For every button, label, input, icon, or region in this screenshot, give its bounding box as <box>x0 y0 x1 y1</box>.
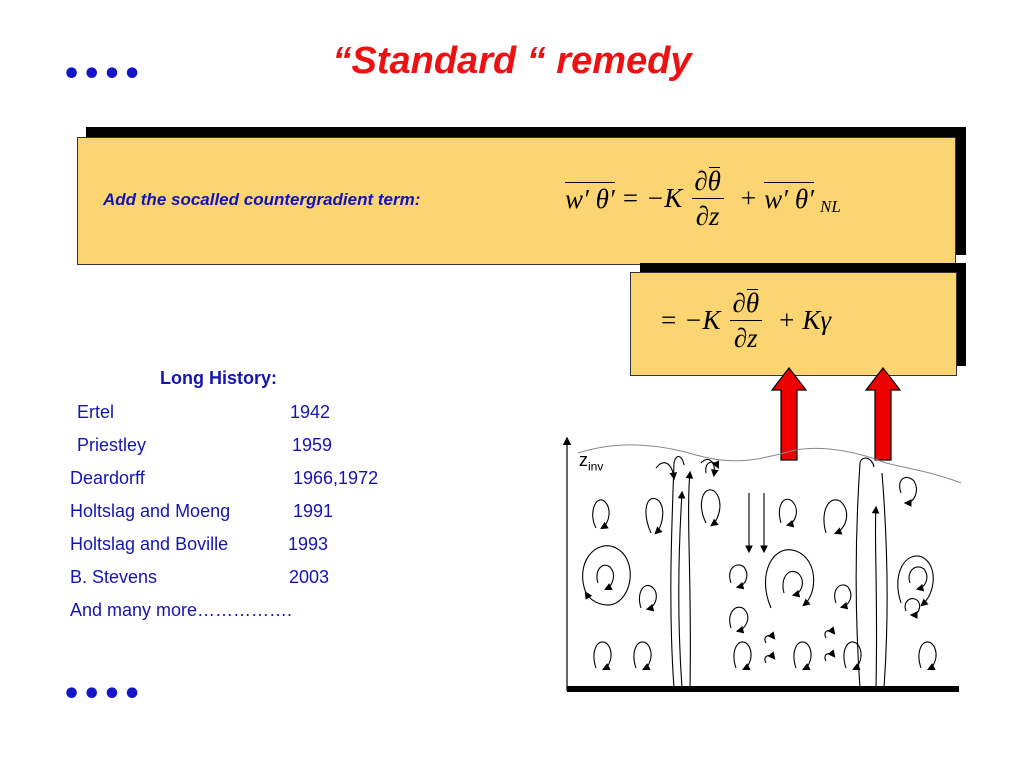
minus-k: −K <box>646 183 683 213</box>
z-label: z <box>579 450 588 470</box>
countergradient-prompt: Add the socalled countergradient term: <box>103 190 421 209</box>
nonlocal-subscript: NL <box>820 196 841 216</box>
history-year: 1966,1972 <box>293 468 379 488</box>
partial-symbol: ∂ <box>694 166 708 196</box>
k-gamma-term: Kγ <box>802 305 831 335</box>
history-name: Deardorff <box>70 468 145 488</box>
gradient-fraction: ∂θ ∂z <box>728 286 763 355</box>
minus-k: −K <box>684 305 721 335</box>
history-name: Holtslag and Moeng <box>70 501 231 521</box>
lhs-theta: θ′ <box>595 184 615 214</box>
plus-sign: + <box>779 305 795 335</box>
red-arrow-right <box>864 367 902 461</box>
ellipsis-bottom: •••• <box>62 677 143 712</box>
gradient-fraction: ∂θ ∂z <box>690 164 725 233</box>
fraction-denominator: ∂z <box>691 198 724 233</box>
lhs-w: w′ <box>565 184 589 214</box>
history-year: 1993 <box>288 534 329 554</box>
history-heading: Long History: <box>160 368 277 388</box>
equation-box-countergradient: Add the socalled countergradient term: w… <box>77 137 956 265</box>
flux-nonlocal: w′ θ′ <box>764 182 814 215</box>
plus-sign: + <box>740 183 757 213</box>
history-year: 1991 <box>293 501 334 521</box>
history-name: And many more……………. <box>70 600 293 620</box>
flux-lhs: w′ θ′ <box>565 182 615 215</box>
rhs-w: w′ <box>764 184 789 214</box>
history-name: B. Stevens <box>70 567 158 587</box>
fraction-numerator: ∂θ <box>728 286 763 320</box>
ground-surface <box>567 686 959 692</box>
history-name: Holtslag and Boville <box>70 534 229 554</box>
ellipsis-top: •••• <box>62 57 143 92</box>
history-year: 1959 <box>292 435 333 455</box>
equation-box-gamma: = −K ∂θ ∂z + Kγ <box>630 272 957 376</box>
z-subscript: inv <box>588 459 604 474</box>
equals-sign: = <box>622 183 639 213</box>
fraction-denominator: ∂z <box>729 320 762 355</box>
rhs-theta: θ′ <box>794 184 814 214</box>
partial-symbol: ∂ <box>732 288 746 318</box>
history-year: 2003 <box>289 567 330 587</box>
equals-sign: = <box>661 305 677 335</box>
z-inversion-label: zinv <box>579 450 603 474</box>
red-arrow-left <box>770 367 808 461</box>
inversion-line <box>577 444 962 484</box>
theta-bar: θ <box>745 288 760 318</box>
gamma-equation: = −K ∂θ ∂z + Kγ <box>653 286 831 355</box>
history-year: 1942 <box>290 402 331 422</box>
flux-equation: w′ θ′ = −K ∂θ ∂z + w′ θ′ NL <box>565 164 841 233</box>
fraction-numerator: ∂θ <box>690 164 725 198</box>
history-name: Ertel <box>77 402 115 422</box>
theta-bar: θ <box>707 166 721 196</box>
slide-title: “Standard “ remedy <box>332 40 692 82</box>
boundary-layer-diagram <box>562 436 962 692</box>
history-name: Priestley <box>77 435 147 455</box>
